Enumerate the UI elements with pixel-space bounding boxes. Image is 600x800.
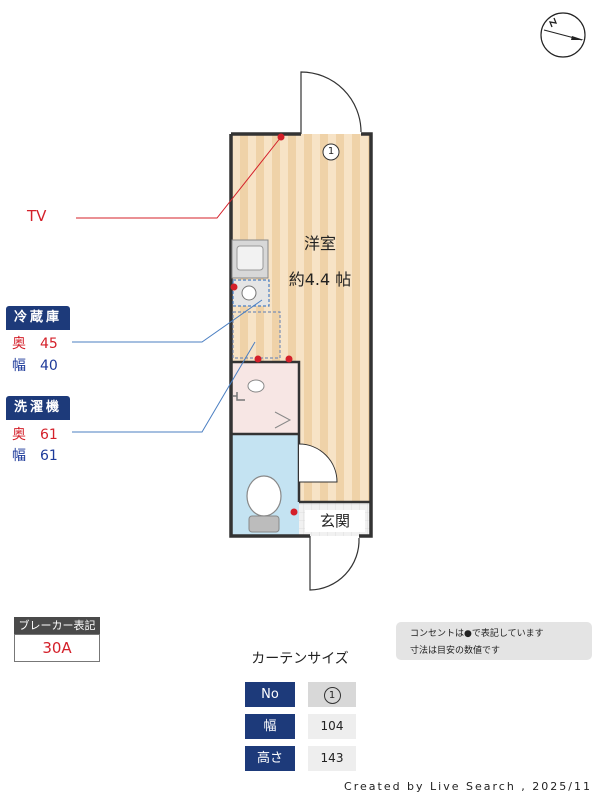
curtain-title: カーテンサイズ xyxy=(251,651,349,667)
faucet-icon xyxy=(233,392,245,401)
washer-title: 洗濯機 xyxy=(6,396,70,420)
curtain-key-height: 高さ xyxy=(245,746,295,771)
credit-text: Created by Live Search , 2025/11 xyxy=(344,780,592,793)
tv-label: TV xyxy=(27,207,47,225)
note-line-2: 寸法は目安の数値です xyxy=(410,646,501,656)
window-number: 1 xyxy=(327,146,335,157)
washroom xyxy=(231,362,299,434)
fridge-leader-line xyxy=(72,299,263,343)
breaker-value: 30A xyxy=(14,634,100,662)
room-size: 約4.4 帖 xyxy=(288,270,352,289)
balcony-door-swing xyxy=(300,71,362,134)
toilet-icon xyxy=(246,475,282,533)
curtain-val-height: 143 xyxy=(308,746,356,771)
note-line-1: コンセントは●で表記しています xyxy=(410,629,544,639)
curtain-key-width: 幅 xyxy=(245,714,295,739)
curtain-val-width: 104 xyxy=(308,714,356,739)
toilet-door-swing xyxy=(298,443,338,483)
washer-leader-line xyxy=(72,341,256,433)
front-door-swing xyxy=(309,536,360,591)
curtain-val-no: 1 xyxy=(308,682,356,707)
notes-box: コンセントは●で表記しています 寸法は目安の数値です xyxy=(396,622,592,660)
curtain-key-no: No xyxy=(245,682,295,707)
room-name: 洋室 xyxy=(303,234,336,253)
entrance-label: 玄関 xyxy=(305,510,365,532)
breaker-label: ブレーカー表記 xyxy=(14,617,100,634)
floor-plan xyxy=(72,71,373,591)
tv-leader-line xyxy=(76,136,282,219)
fridge-title: 冷蔵庫 xyxy=(6,306,70,330)
compass-icon xyxy=(540,12,586,58)
